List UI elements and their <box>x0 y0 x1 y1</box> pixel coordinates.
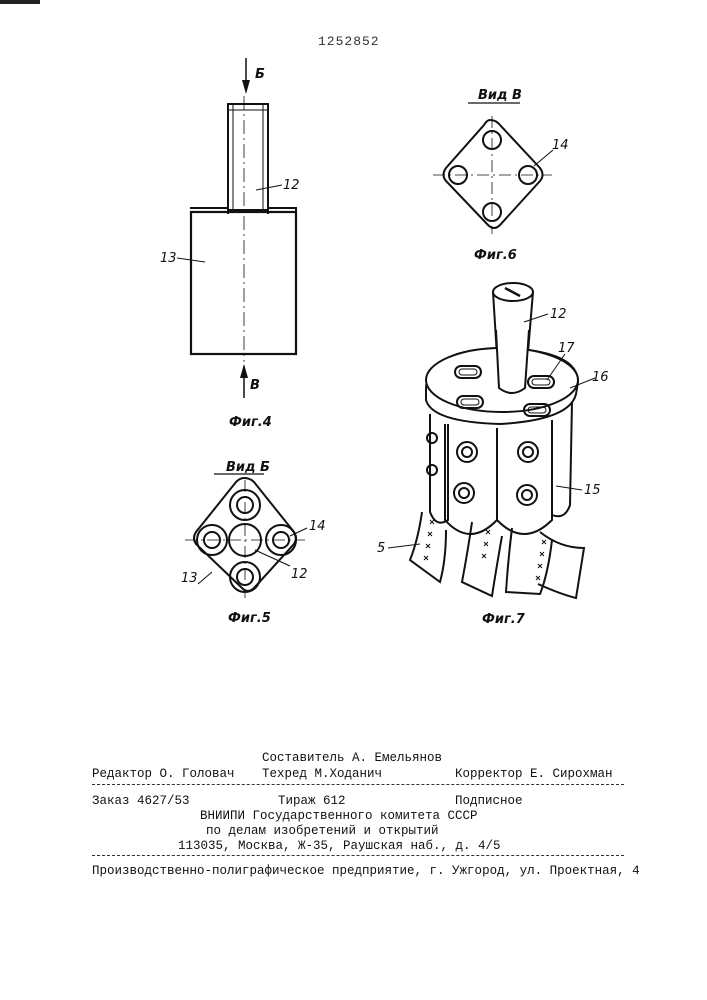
figure-5 <box>185 478 307 598</box>
figure-6 <box>433 116 553 234</box>
fig5-label-12: 12 <box>291 567 308 582</box>
imprint-rule-1 <box>92 784 624 785</box>
fig4-arrow-bottom-label: В <box>250 378 260 393</box>
fig7-label-16: 16 <box>592 370 609 385</box>
fig5-caption: Фиг.5 <box>228 611 271 626</box>
fig7-label-5: 5 <box>377 541 385 556</box>
fig5-label-14: 14 <box>309 519 326 534</box>
imprint-editor: Редактор О. Головач <box>92 767 235 781</box>
imprint-subscription: Подписное <box>455 794 523 808</box>
fig6-view-title: Вид В <box>478 88 522 103</box>
figure-7 <box>388 283 595 598</box>
fig5-view-title: Вид Б <box>226 460 270 475</box>
fig7-caption: Фиг.7 <box>482 612 526 627</box>
fig7-label-12: 12 <box>550 307 567 322</box>
imprint-org-line2: по делам изобретений и открытий <box>206 824 439 838</box>
fig5-label-13: 13 <box>181 571 198 586</box>
fig7-label-17: 17 <box>558 341 575 356</box>
fig4-arrow-top-label: Б <box>255 67 265 82</box>
imprint-printer: Производственно-полиграфическое предприя… <box>92 864 640 878</box>
fig4-label-body: 13 <box>160 251 177 266</box>
fig6-label-14: 14 <box>552 138 569 153</box>
figure-4 <box>177 58 296 398</box>
imprint-compiler: Составитель А. Емельянов <box>262 751 442 765</box>
fig4-caption: Фиг.4 <box>229 415 272 430</box>
imprint-address: 113035, Москва, Ж-35, Раушская наб., д. … <box>178 839 501 853</box>
fig6-caption: Фиг.6 <box>474 248 517 263</box>
imprint-org-line1: ВНИИПИ Государственного комитета СССР <box>200 809 478 823</box>
imprint-circulation: Тираж 612 <box>278 794 346 808</box>
imprint-techred: Техред М.Ходанич <box>262 767 382 781</box>
imprint-corrector: Корректор Е. Сирохман <box>455 767 613 781</box>
imprint-rule-2 <box>92 855 624 856</box>
fig7-label-15: 15 <box>584 483 601 498</box>
imprint-order: Заказ 4627/53 <box>92 794 190 808</box>
fig4-label-shaft: 12 <box>283 178 300 193</box>
